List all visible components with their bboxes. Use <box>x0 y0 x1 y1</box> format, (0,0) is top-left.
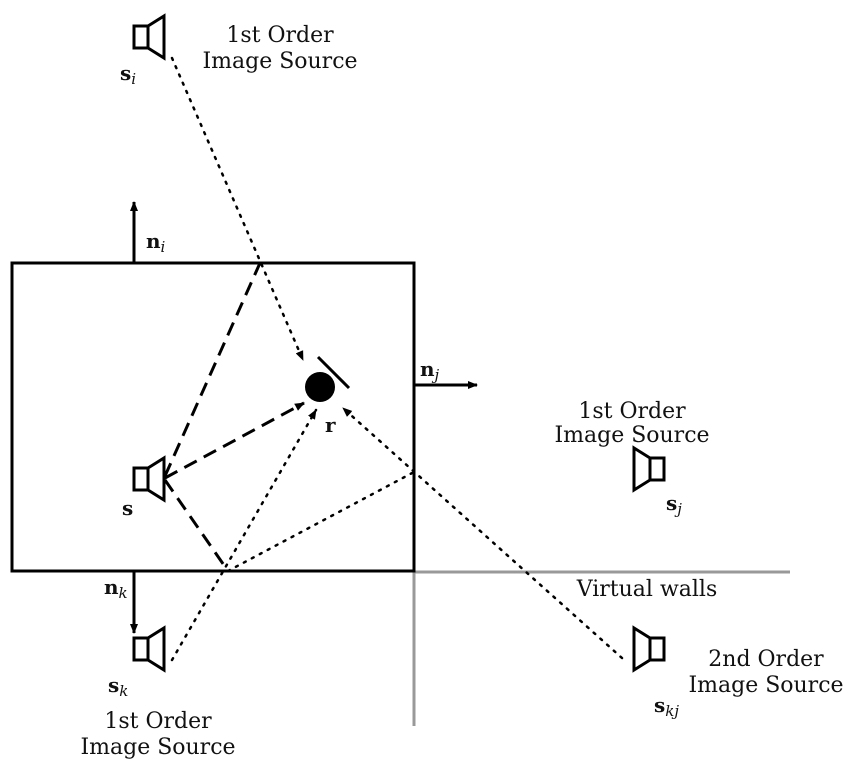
image-source-k-label-line1: 1st Order <box>104 709 212 734</box>
image-source-i-symbol: si <box>120 61 136 88</box>
normal-k-symbol-base: n <box>104 575 119 599</box>
reflection-path-bottom-wall <box>163 479 230 572</box>
room-boundary <box>10 261 416 573</box>
image-source-j-speaker-icon <box>632 445 666 493</box>
image-source-j-symbol: sj <box>666 491 682 518</box>
image-source-j-symbol-base: s <box>666 491 677 515</box>
image-source-kj-speaker-icon <box>632 625 666 673</box>
image-source-i-symbol-sub: i <box>131 70 136 88</box>
virtual-walls-label: Virtual walls <box>576 577 718 602</box>
image-source-j-label-line1: 1st Order <box>578 399 686 424</box>
image-source-i-label-line1: 1st Order <box>226 23 334 48</box>
path-image-source-i <box>170 56 305 362</box>
image-source-i-speaker-icon <box>132 13 166 61</box>
normal-j-symbol: nj <box>420 357 440 384</box>
receiver-symbol: r <box>325 413 336 437</box>
normal-i-symbol: ni <box>146 229 166 256</box>
image-source-kj-symbol-sub: kj <box>665 702 679 720</box>
image-source-k-speaker-icon <box>132 625 166 673</box>
path-image-source-k <box>170 408 318 662</box>
image-source-kj-label-line2: Image Source <box>688 673 843 698</box>
source-symbol: s <box>122 496 133 520</box>
normal-j-symbol-base: n <box>420 357 435 381</box>
source-speaker-icon <box>132 455 166 503</box>
receiver-icon <box>305 372 335 402</box>
path-image-source-kj <box>341 406 624 660</box>
image-source-i-symbol-base: s <box>120 61 131 85</box>
image-source-j-symbol-sub: j <box>674 500 682 518</box>
image-source-kj-label-line1: 2nd Order <box>708 647 824 672</box>
image-source-j-label-line2: Image Source <box>554 423 709 448</box>
image-source-kj-symbol-base: s <box>654 693 665 717</box>
image-source-i-label-line2: Image Source <box>202 49 357 74</box>
receiver-orientation-line <box>316 355 351 390</box>
image-source-k-symbol-sub: k <box>119 682 128 700</box>
image-source-k-symbol: sk <box>108 673 128 700</box>
normal-k-symbol: nk <box>104 575 128 602</box>
image-source-k-symbol-base: s <box>108 673 119 697</box>
path-image-source-kj-reflection <box>226 470 416 573</box>
direct-path <box>164 401 305 480</box>
image-source-kj-symbol: skj <box>654 693 679 720</box>
normal-k-symbol-sub: k <box>119 584 128 602</box>
normal-i-symbol-base: n <box>146 229 161 253</box>
image-source-k-label-line2: Image Source <box>80 735 235 760</box>
reflection-path-top-wall <box>163 262 262 477</box>
normal-i-symbol-sub: i <box>161 238 166 256</box>
normal-j-symbol-sub: j <box>432 366 440 384</box>
